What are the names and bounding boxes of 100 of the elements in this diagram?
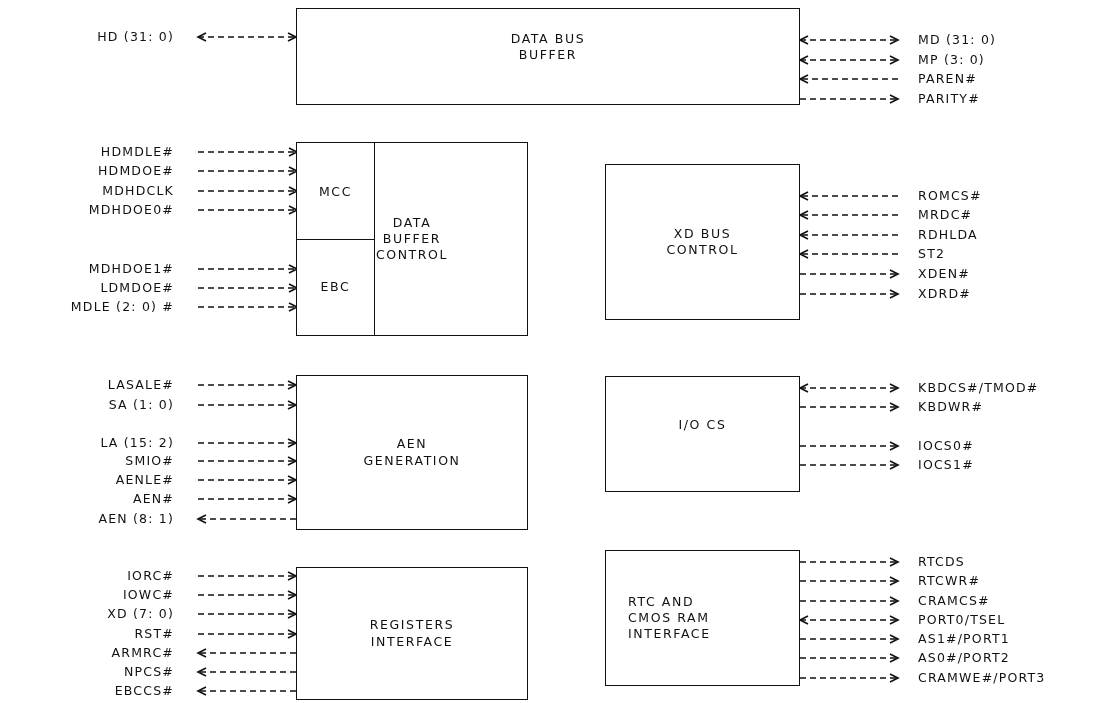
signal-arrow xyxy=(799,673,899,683)
signal-arrow xyxy=(799,441,899,451)
block-label: EBC xyxy=(319,279,352,296)
signal-arrow xyxy=(197,205,298,215)
signal-arrow xyxy=(799,230,899,240)
signal-label: ST2 xyxy=(918,246,946,262)
block-label: XD BUS CONTROL xyxy=(665,225,740,259)
signal-label: AS1#/PORT1 xyxy=(918,631,1010,647)
signal-arrow xyxy=(197,475,297,485)
signal-arrow xyxy=(197,32,297,42)
signal-label: SA (1: 0) xyxy=(108,397,174,413)
signal-arrow xyxy=(197,686,297,696)
signal-arrow xyxy=(197,380,297,390)
signal-label: PARITY# xyxy=(918,91,980,107)
signal-label: SMIO# xyxy=(125,453,174,469)
signal-arrow xyxy=(799,249,899,259)
signal-label: RTCDS xyxy=(918,554,965,570)
signal-label: HDMDOE# xyxy=(97,163,174,179)
signal-arrow xyxy=(799,460,899,470)
signal-label: AENLE# xyxy=(115,472,174,488)
signal-arrow xyxy=(197,667,297,677)
signal-label: EBCCS# xyxy=(114,683,174,699)
signal-arrow xyxy=(197,166,298,176)
block-box xyxy=(296,8,800,105)
signal-label: ARMRC# xyxy=(111,645,174,661)
signal-arrow xyxy=(799,191,899,201)
signal-arrow xyxy=(197,438,297,448)
signal-label: MDHDOE1# xyxy=(88,261,174,277)
signal-arrow xyxy=(197,514,297,524)
signal-arrow xyxy=(799,596,899,606)
block-box xyxy=(605,376,800,492)
signal-arrow xyxy=(197,186,298,196)
signal-label: KBDWR# xyxy=(918,399,984,415)
block-box xyxy=(296,567,528,700)
signal-arrow xyxy=(197,283,298,293)
signal-label: XD (7: 0) xyxy=(107,606,174,622)
signal-arrow xyxy=(799,289,899,299)
signal-arrow xyxy=(799,557,899,567)
block-label: MCC xyxy=(317,183,353,201)
signal-arrow xyxy=(799,94,899,104)
block-label: AEN GENERATION xyxy=(362,436,462,469)
signal-label: LA (15: 2) xyxy=(100,435,174,451)
signal-label: IOCS1# xyxy=(918,457,974,473)
signal-arrow xyxy=(799,634,899,644)
signal-label: MD (31: 0) xyxy=(918,32,997,48)
signal-label: MRDC# xyxy=(918,207,973,223)
signal-label: MDLE (2: 0) # xyxy=(70,299,174,315)
signal-label: IORC# xyxy=(127,568,174,584)
block-label: DATA BUS BUFFER xyxy=(509,31,587,64)
signal-label: CRAMWE#/PORT3 xyxy=(918,670,1046,686)
signal-arrow xyxy=(799,269,899,279)
signal-label: ROMCS# xyxy=(918,188,982,204)
signal-arrow xyxy=(799,615,899,625)
signal-label: AEN# xyxy=(132,491,174,507)
signal-label: RTCWR# xyxy=(918,573,981,589)
signal-label: MDHDCLK xyxy=(102,183,174,199)
sub-block-box xyxy=(297,239,375,335)
signal-arrow xyxy=(799,402,899,412)
signal-arrow xyxy=(197,400,297,410)
block-label: RTC AND CMOS RAM INTERFACE xyxy=(628,593,712,643)
signal-arrow xyxy=(799,210,899,220)
block-box xyxy=(296,142,528,336)
signal-arrow xyxy=(799,653,899,663)
block-box xyxy=(605,550,800,686)
signal-arrow xyxy=(197,264,298,274)
signal-arrow xyxy=(197,571,297,581)
block-box xyxy=(605,164,800,320)
signal-label: CRAMCS# xyxy=(918,593,990,609)
signal-label: RST# xyxy=(134,626,174,642)
signal-label: MDHDOE0# xyxy=(88,202,174,218)
block-label: DATA BUFFER CONTROL xyxy=(374,214,450,264)
signal-label: RDHLDA xyxy=(918,227,978,243)
signal-label: XDEN# xyxy=(918,266,970,282)
signal-arrow xyxy=(197,494,297,504)
signal-arrow xyxy=(197,629,297,639)
signal-arrow xyxy=(799,35,899,45)
signal-label: AEN (8: 1) xyxy=(98,511,174,527)
block-label: REGISTERS INTERFACE xyxy=(368,617,456,650)
signal-arrow xyxy=(197,590,297,600)
signal-label: HDMDLE# xyxy=(100,144,174,160)
signal-label: IOCS0# xyxy=(918,438,974,454)
signal-label: XDRD# xyxy=(918,286,971,302)
signal-label: PORT0/TSEL xyxy=(918,612,1006,628)
block-box xyxy=(296,375,528,530)
signal-arrow xyxy=(197,302,298,312)
signal-arrow xyxy=(197,147,298,157)
signal-label: AS0#/PORT2 xyxy=(918,650,1010,666)
signal-label: KBDCS#/TMOD# xyxy=(918,380,1039,396)
signal-arrow xyxy=(197,609,297,619)
signal-arrow xyxy=(799,576,899,586)
signal-label: LASALE# xyxy=(107,377,174,393)
signal-label: PAREN# xyxy=(918,71,977,87)
signal-arrow xyxy=(197,648,297,658)
signal-label: LDMDOE# xyxy=(100,280,174,296)
signal-arrow xyxy=(799,55,899,65)
signal-label: NPCS# xyxy=(123,664,174,680)
signal-arrow xyxy=(197,456,297,466)
signal-arrow xyxy=(799,74,899,84)
signal-label: HD (31: 0) xyxy=(97,29,174,45)
signal-arrow xyxy=(799,383,899,393)
